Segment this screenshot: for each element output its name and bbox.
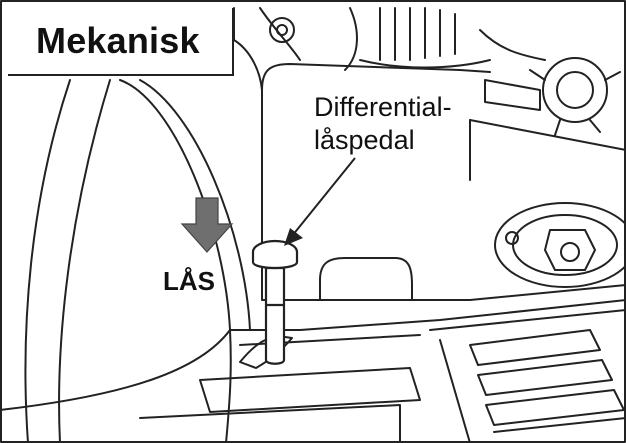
socket-bolt xyxy=(505,231,519,245)
socket-nut-center xyxy=(560,242,580,262)
mat-ribs xyxy=(469,329,626,433)
lock-label: LÅS xyxy=(160,266,218,297)
fender-edge xyxy=(139,79,251,331)
bolt-top-left-center xyxy=(276,24,288,36)
body-ridge xyxy=(469,119,626,151)
callout-arrow xyxy=(284,157,356,246)
mat-top xyxy=(429,309,626,331)
floor-recess-lower xyxy=(139,404,401,443)
floor-pad xyxy=(319,257,413,301)
pedal-label-line-2: låspedal xyxy=(310,125,419,156)
pedal-cap-side xyxy=(251,252,299,270)
knob-ribs xyxy=(529,69,621,136)
fender-curve-inner xyxy=(119,79,232,443)
pedal-stem xyxy=(264,266,286,365)
pedal-slot xyxy=(239,335,293,369)
diagram-title: Mekanisk xyxy=(36,20,200,61)
engine-base-line xyxy=(359,59,491,69)
floor-plate-top xyxy=(229,299,626,331)
fender-curve-mid xyxy=(58,79,111,443)
socket-nut xyxy=(544,229,596,271)
bolt-top-left xyxy=(269,17,295,43)
panel-edge-top xyxy=(233,7,263,91)
engine-edge-a xyxy=(344,7,358,71)
hose-line xyxy=(479,29,546,61)
lock-direction-arrow xyxy=(180,197,234,253)
bracket xyxy=(484,79,541,111)
floor-edge-left xyxy=(0,329,231,411)
floor-recess-left xyxy=(199,367,421,413)
socket-oval-inner xyxy=(512,214,618,276)
body-top-edge xyxy=(261,63,491,91)
differential-lock-pedal[interactable] xyxy=(251,239,299,365)
fender-curve-outer xyxy=(24,79,71,443)
socket-oval-outer xyxy=(494,202,626,288)
mat-left-edge xyxy=(439,339,471,443)
panel-edge-2 xyxy=(259,7,301,61)
floor-back-edge xyxy=(411,284,626,301)
knob-inner xyxy=(556,71,594,109)
knob-outer xyxy=(542,57,608,123)
title-box: Mekanisk xyxy=(8,8,234,76)
pedal-label-line-1: Differential- xyxy=(310,92,456,123)
